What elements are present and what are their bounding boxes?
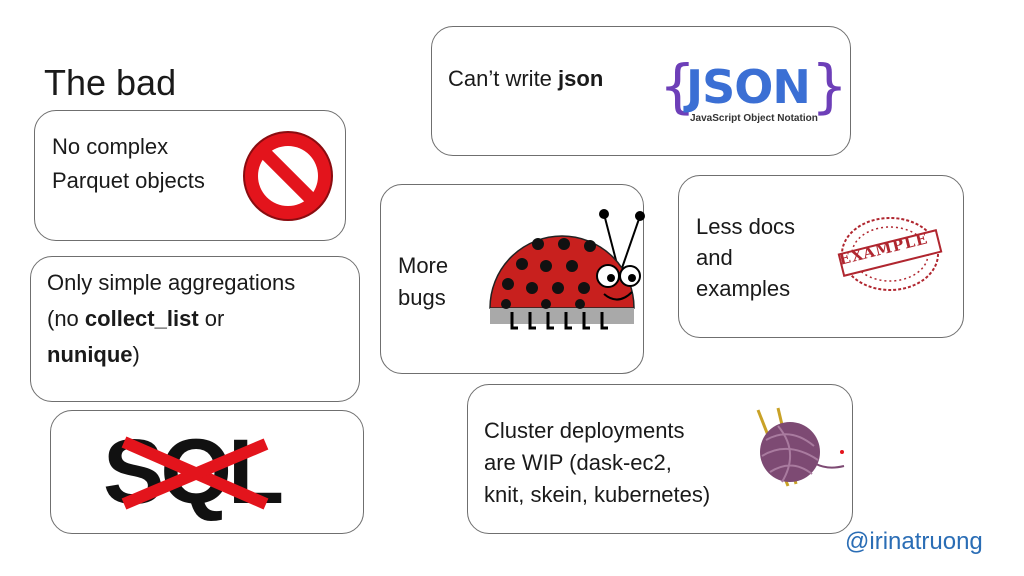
docs-line-1: Less docs	[696, 214, 796, 239]
parquet-line-2: Parquet objects	[52, 168, 205, 193]
bugs-line-1: More	[398, 253, 449, 278]
cluster-line-2: are WIP (dask-ec2,	[484, 450, 672, 475]
cluster-line-1: Cluster deployments	[484, 418, 685, 443]
strike-x-icon	[121, 436, 269, 510]
prohibited-sign-icon	[243, 131, 333, 221]
json-caption: Can’t write json	[448, 66, 604, 91]
author-handle: @irinatruong	[845, 528, 983, 555]
example-stamp-icon	[837, 217, 943, 291]
slide-title: The bad	[44, 62, 177, 103]
aggregations-line-2: (no collect_list or	[47, 306, 225, 331]
aggregations-line-1: Only simple aggregations	[47, 270, 296, 295]
ladybug-icon	[489, 209, 645, 330]
bugs-line-2: bugs	[398, 285, 446, 310]
card-json	[431, 26, 851, 156]
aggregations-line-3: nunique)	[47, 342, 140, 367]
cluster-line-3: knit, skein, kubernetes)	[484, 482, 711, 507]
parquet-line-1: No complex	[52, 134, 169, 159]
card-aggregations	[30, 256, 360, 402]
yarn-ball-icon	[756, 407, 845, 487]
docs-line-2: and	[696, 245, 733, 270]
docs-line-3: examples	[696, 276, 791, 301]
